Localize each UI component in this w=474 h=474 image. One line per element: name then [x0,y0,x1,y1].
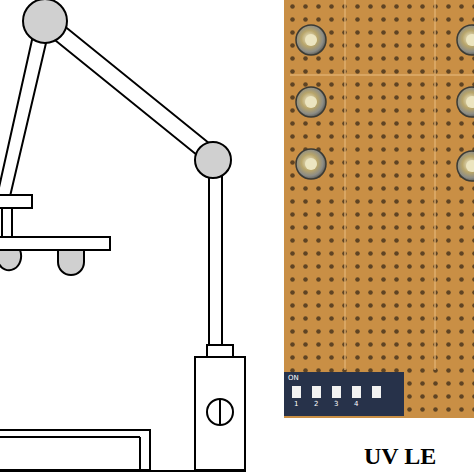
perfboard-photo [284,0,474,418]
switch-label: ON [288,375,299,382]
switch-number: 2 [314,401,318,408]
stand-drawing [0,0,246,471]
figure-label: UV LE [364,444,436,468]
switch-number: 1 [294,401,298,408]
switch-number: 3 [334,401,338,408]
switch-number: 4 [354,401,358,408]
